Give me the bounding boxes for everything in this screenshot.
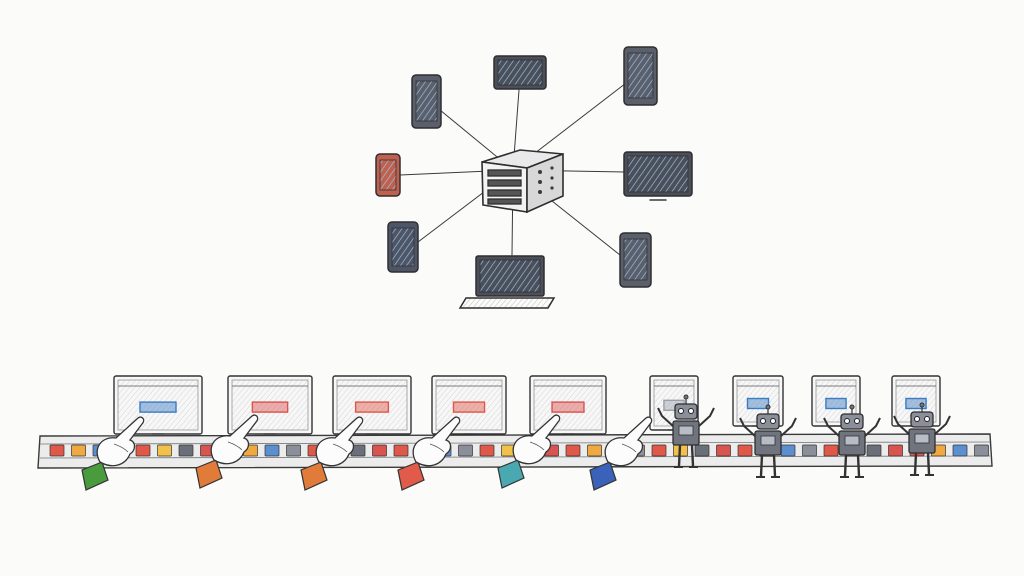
phone-icon (375, 153, 401, 197)
pointing-hand-icon (589, 416, 653, 491)
belt-tile (372, 444, 387, 457)
belt-tile (49, 444, 65, 457)
server-icon (481, 149, 564, 214)
belt-tile (974, 444, 989, 457)
monitor-screen (227, 375, 313, 435)
pointing-hand-icon (300, 416, 364, 491)
belt-tile (802, 444, 817, 457)
monitor-screen (113, 375, 203, 435)
phone-icon (619, 232, 652, 288)
phone-icon (387, 221, 419, 273)
belt-tile (286, 444, 301, 457)
monitor-screen (332, 375, 412, 435)
screen-button (905, 397, 927, 410)
robot-icon (739, 404, 797, 478)
belt-tile (71, 444, 86, 457)
pointing-hand-icon (81, 416, 145, 491)
belt-tile (157, 444, 172, 457)
monitor-screen (431, 375, 507, 435)
belt-tile (178, 444, 194, 457)
screen-button (452, 401, 486, 413)
robot-icon (893, 402, 951, 476)
screen-button (551, 401, 585, 413)
belt-tile (823, 444, 839, 457)
belt-tile (393, 444, 409, 457)
robot-icon (657, 394, 715, 468)
pointing-hand-icon (497, 414, 561, 489)
assembly-pipeline (37, 375, 993, 491)
belt-tile (694, 444, 710, 457)
belt-tile (651, 444, 667, 457)
phone-icon (623, 46, 658, 106)
belt-tile (587, 444, 602, 457)
pointing-hand-icon (195, 414, 259, 489)
network-diagram (375, 46, 693, 309)
belt-tile (565, 444, 581, 457)
belt-tile (888, 444, 903, 457)
monitor-screen (529, 375, 607, 435)
screen-button (746, 397, 770, 410)
tablet-icon (493, 55, 547, 90)
belt-tile (264, 444, 280, 457)
belt-tile (866, 444, 882, 457)
laptop-icon (458, 255, 556, 309)
belt-tile (952, 444, 968, 457)
screen-button (825, 397, 847, 410)
monitor-screen (811, 375, 861, 427)
belt-tile (780, 444, 796, 457)
belt-tile (458, 444, 473, 457)
pointing-hand-icon (397, 416, 461, 491)
screen-button (354, 401, 390, 413)
screen-button (251, 401, 289, 413)
belt-tile (479, 444, 495, 457)
belt-tile (737, 444, 753, 457)
belt-tile (716, 444, 731, 457)
robot-icon (823, 404, 881, 478)
screen-button (139, 401, 177, 413)
phone-icon (411, 74, 442, 129)
belt-tile (135, 444, 151, 457)
monitor-icon (623, 151, 693, 201)
